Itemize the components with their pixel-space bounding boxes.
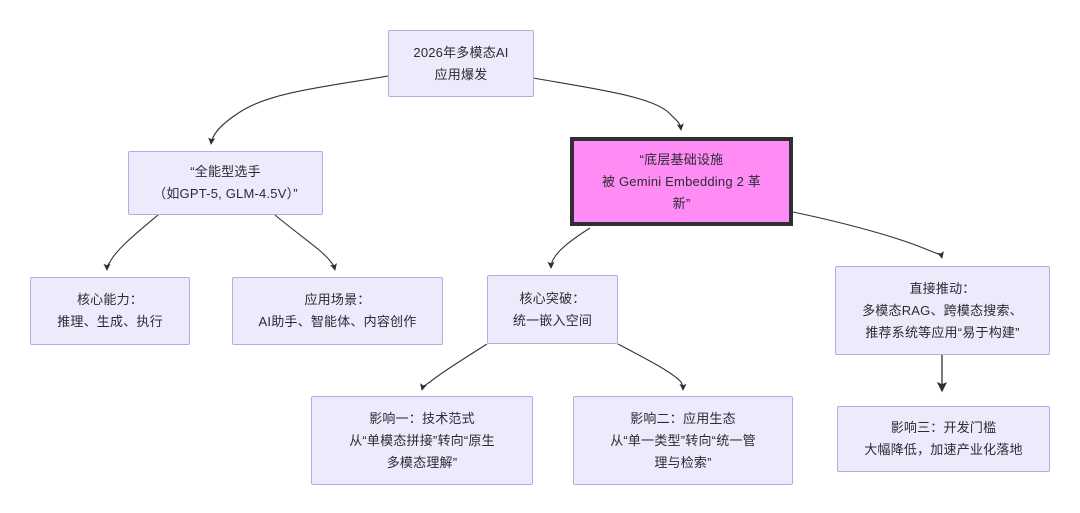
node-impact-three[interactable]: 影响三：开发门槛 大幅降低，加速产业化落地: [837, 406, 1050, 472]
node-impact-one-line-3: 多模态理解”: [386, 454, 458, 470]
edge-generalist-to-application-scene: [274, 214, 337, 271]
node-impact-two[interactable]: 影响二：应用生态 从“单一类型”转向“统一管 理与检索”: [573, 396, 793, 485]
node-impact-two-line-1: 影响二：应用生态: [630, 410, 736, 426]
node-generalist[interactable]: “全能型选手 （如GPT-5, GLM-4.5V）”: [128, 151, 323, 215]
node-impact-two-line-3: 理与检索”: [654, 454, 712, 470]
edge-generalist-to-core-capability: [103, 214, 159, 271]
node-impact-one[interactable]: 影响一：技术范式 从“单模态拼接”转向“原生 多模态理解”: [311, 396, 533, 485]
node-application-scene-line-2: AI助手、智能体、内容创作: [258, 314, 417, 329]
node-direct-driver[interactable]: 直接推动： 多模态RAG、跨模态搜索、 推荐系统等应用“易于构建”: [835, 266, 1050, 355]
node-root-line-1: 2026年多模态AI: [413, 44, 509, 60]
node-root-line-2: 应用爆发: [434, 66, 488, 82]
node-infrastructure[interactable]: “底层基础设施 被 Gemini Embedding 2 革 新”: [570, 137, 793, 226]
node-impact-one-line-1: 影响一：技术范式: [369, 410, 475, 426]
node-direct-driver-line-2: 多模态RAG、跨模态搜索、: [862, 302, 1023, 318]
node-core-capability[interactable]: 核心能力： 推理、生成、执行: [30, 277, 190, 345]
node-impact-one-line-2: 从“单模态拼接”转向“原生: [349, 432, 495, 448]
node-infrastructure-line-3: 新”: [672, 195, 691, 211]
node-core-capability-line-1: 核心能力：: [76, 292, 143, 307]
node-core-capability-line-2: 推理、生成、执行: [57, 314, 163, 329]
node-application-scene-line-1: 应用场景：: [304, 292, 371, 307]
edge-root-to-infrastructure: [532, 77, 684, 131]
node-generalist-line-2: （如GPT-5, GLM-4.5V）”: [153, 186, 298, 201]
edge-infrastructure-to-core-breakthrough: [547, 227, 591, 269]
node-impact-two-line-2: 从“单一类型”转向“统一管: [610, 432, 756, 448]
node-generalist-line-1: “全能型选手: [190, 164, 261, 179]
node-direct-driver-line-3: 推荐系统等应用“易于构建”: [865, 324, 1020, 340]
node-infrastructure-line-2: 被 Gemini Embedding 2 革: [601, 173, 762, 189]
node-core-breakthrough-line-2: 统一嵌入空间: [512, 312, 593, 328]
edge-core-breakthrough-to-impact-one: [420, 343, 488, 391]
node-direct-driver-line-1: 直接推动：: [909, 280, 976, 296]
node-impact-three-line-2: 大幅降低，加速产业化落地: [864, 442, 1023, 457]
edge-root-to-generalist: [208, 75, 389, 145]
edge-infrastructure-to-direct-driver: [792, 211, 944, 259]
node-core-breakthrough[interactable]: 核心突破： 统一嵌入空间: [487, 275, 618, 344]
node-root[interactable]: 2026年多模态AI 应用爆发: [388, 30, 534, 97]
node-core-breakthrough-line-1: 核心突破：: [519, 290, 586, 306]
node-infrastructure-line-1: “底层基础设施: [639, 151, 724, 167]
edge-core-breakthrough-to-impact-two: [617, 343, 687, 391]
node-application-scene[interactable]: 应用场景： AI助手、智能体、内容创作: [232, 277, 443, 345]
node-impact-three-line-1: 影响三：开发门槛: [890, 420, 997, 435]
